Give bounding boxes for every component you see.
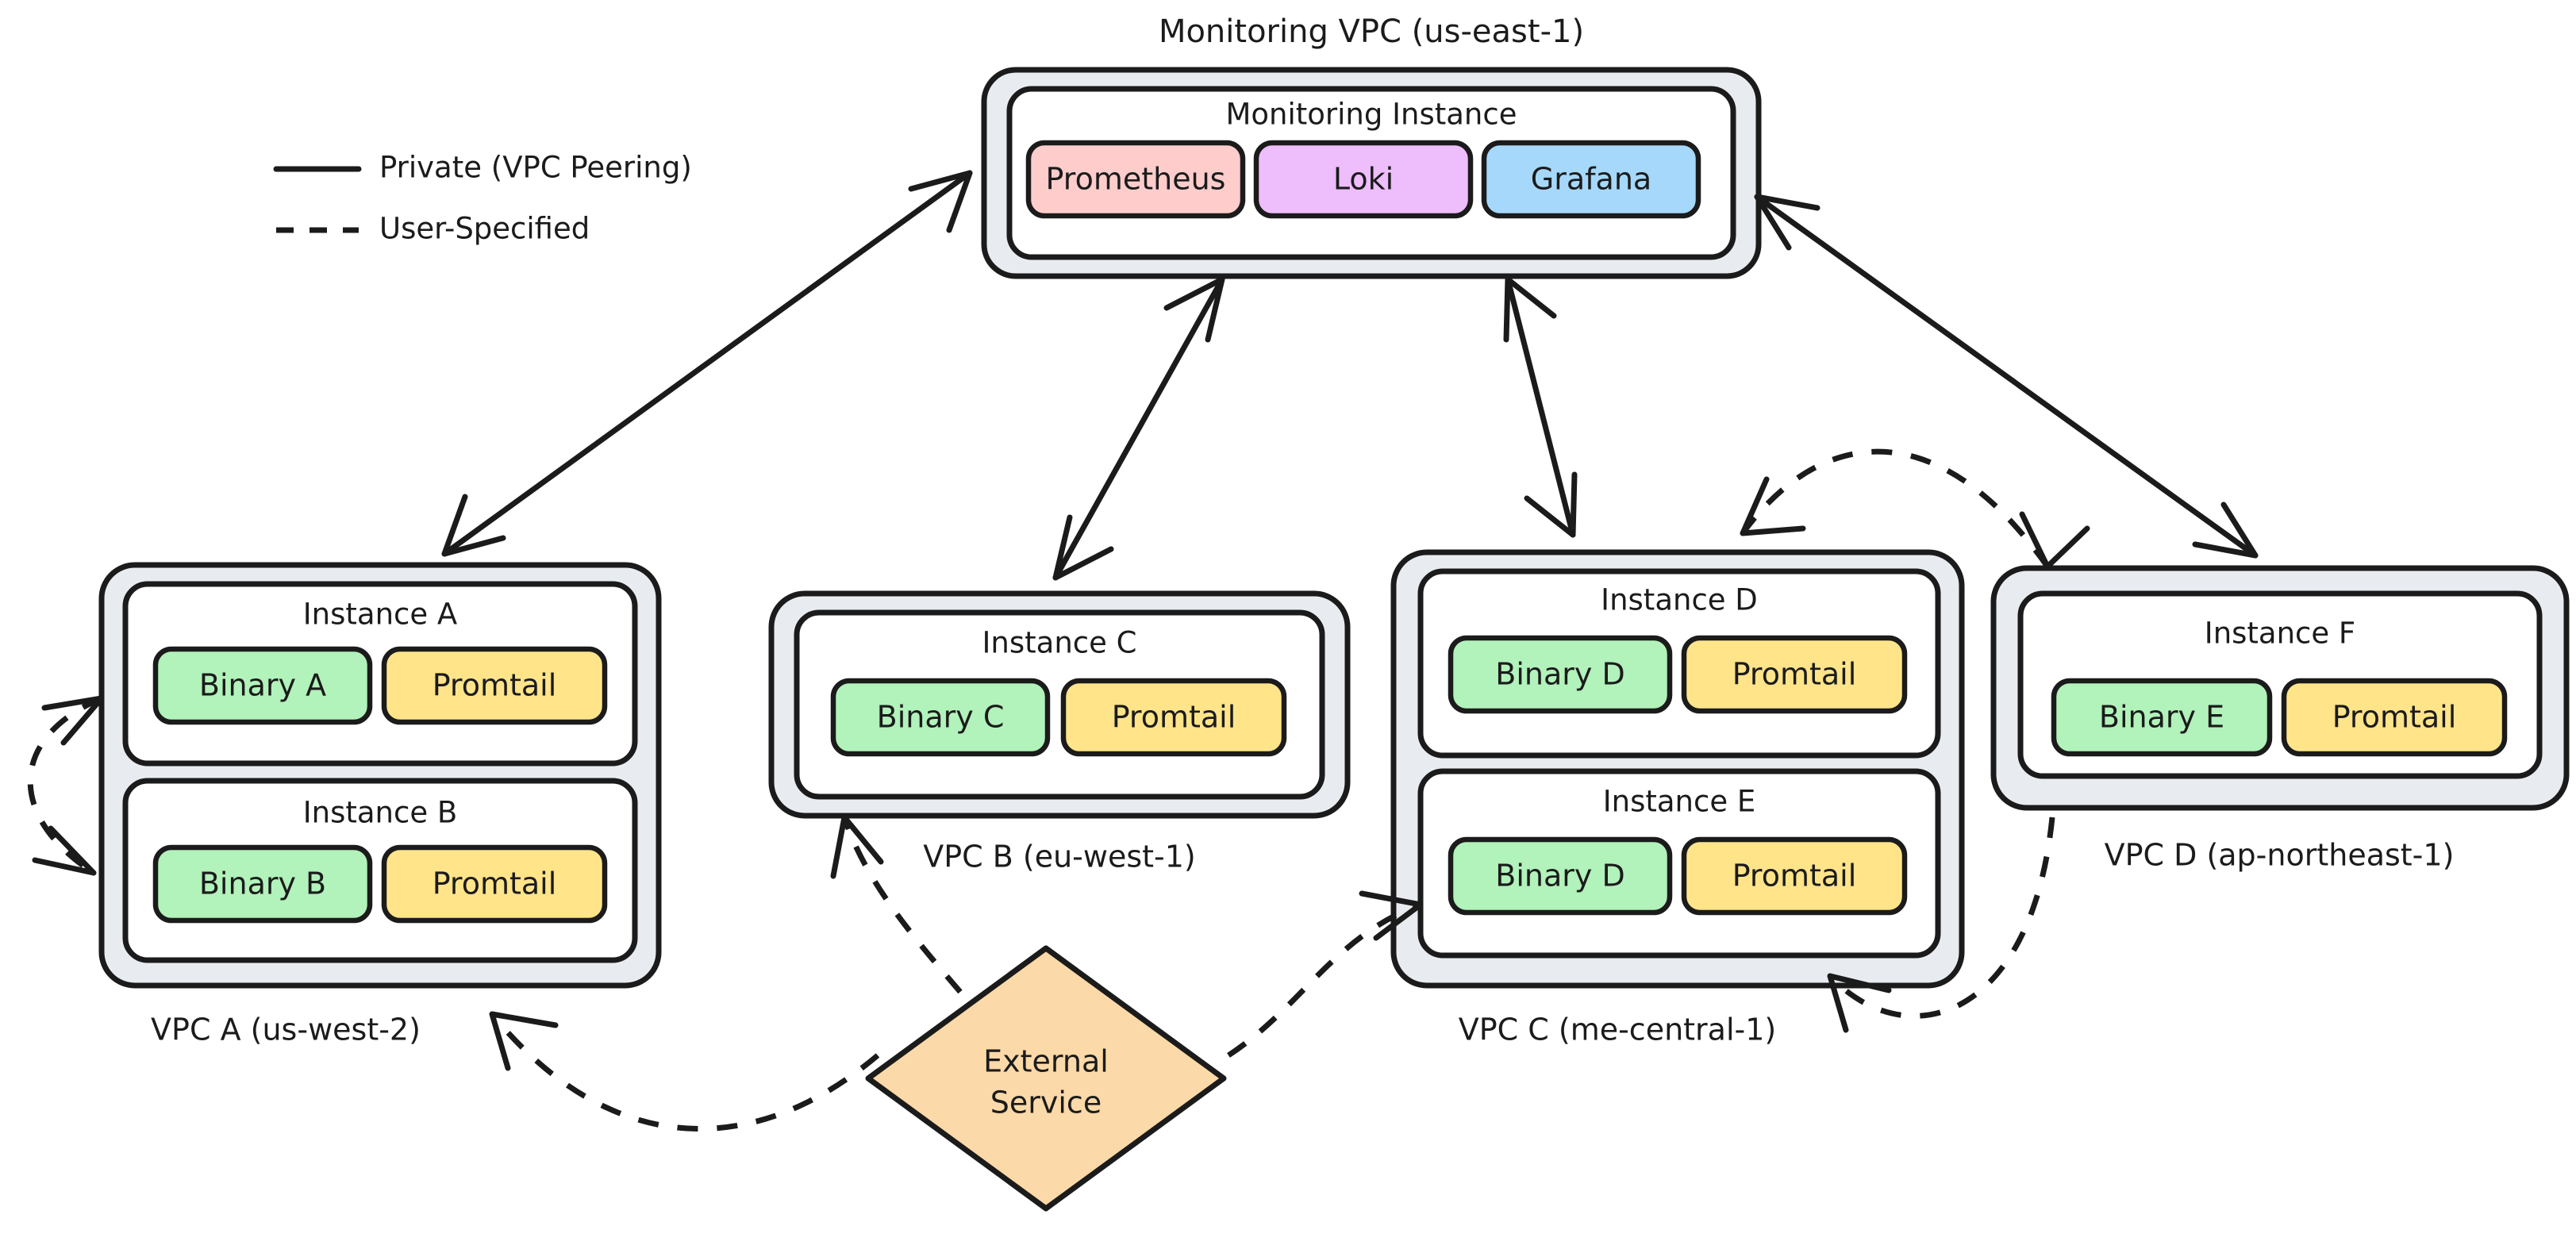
component-binary-d-label: Binary D <box>1495 657 1624 692</box>
legend-label-private: Private (VPC Peering) <box>379 151 692 185</box>
component-promtail-c-label: Promtail <box>1112 700 1236 735</box>
vpc-a-label: VPC A (us-west-2) <box>151 1013 421 1047</box>
component-binary-f-label: Binary E <box>2099 700 2224 735</box>
component-promtail-f-box[interactable] <box>2281 678 2508 757</box>
edge-vpc-d-to-vpc-c-top[interactable] <box>1740 448 2090 570</box>
edge-monitoring-to-vpc-d[interactable] <box>1754 194 2259 559</box>
component-promtail-e-box[interactable] <box>1681 836 1908 916</box>
service-loki-box[interactable] <box>1253 140 1474 219</box>
component-binary-a-label: Binary A <box>199 668 326 703</box>
instance-a-label: Instance A <box>303 598 457 632</box>
instance-b-label: Instance B <box>303 796 458 830</box>
service-prometheus-box[interactable] <box>1025 140 1246 219</box>
component-binary-a-box[interactable] <box>152 646 373 725</box>
monitoring-vpc-label: Monitoring VPC (us-east-1) <box>1159 13 1584 50</box>
edge-external-service-to-vpc-b[interactable] <box>830 814 963 994</box>
edge-monitoring-to-vpc-c[interactable] <box>1503 276 1578 538</box>
vpc-a-group[interactable]: VPC A (us-west-2) Instance A Binary A Pr… <box>98 562 662 1047</box>
component-binary-b-label: Binary B <box>199 867 326 901</box>
instance-c-label: Instance C <box>982 626 1137 660</box>
edge-monitoring-to-vpc-a[interactable] <box>441 170 973 557</box>
vpc-d-label: VPC D (ap-northeast-1) <box>2105 838 2455 873</box>
edge-monitoring-to-vpc-b[interactable] <box>1052 276 1225 581</box>
vpc-b-group[interactable]: VPC B (eu-west-1) Instance C Binary C Pr… <box>768 590 1351 874</box>
component-promtail-a-box[interactable] <box>381 646 608 725</box>
external-service-label-line1: External <box>983 1044 1109 1079</box>
external-service-group[interactable]: External Service <box>865 945 1227 1212</box>
component-promtail-b-label: Promtail <box>433 867 557 901</box>
service-grafana-box[interactable] <box>1481 140 1701 219</box>
service-loki-label: Loki <box>1333 162 1394 197</box>
vpc-c-label: VPC C (me-central-1) <box>1459 1013 1777 1047</box>
component-binary-e-box[interactable] <box>1448 836 1673 916</box>
service-prometheus-label: Prometheus <box>1046 162 1226 197</box>
component-promtail-c-box[interactable] <box>1060 678 1287 757</box>
vpc-d-group[interactable]: VPC D (ap-northeast-1) Instance F Binary… <box>1990 565 2570 873</box>
external-service-diamond[interactable] <box>865 945 1227 1212</box>
edge-vpc-d-to-vpc-c-bottom[interactable] <box>1827 817 2055 1033</box>
vpc-b-label: VPC B (eu-west-1) <box>923 840 1196 874</box>
component-promtail-f-label: Promtail <box>2332 700 2457 735</box>
legend: Private (VPC Peering) User-Specified <box>273 151 692 246</box>
component-promtail-e-label: Promtail <box>1732 859 1857 893</box>
component-binary-c-label: Binary C <box>877 700 1005 735</box>
component-binary-f-box[interactable] <box>2051 678 2273 757</box>
component-binary-d-box[interactable] <box>1448 635 1673 714</box>
vpc-c-group[interactable]: VPC C (me-central-1) Instance D Binary D… <box>1390 549 1965 1047</box>
edge-instance-a-to-instance-b[interactable] <box>27 695 105 876</box>
legend-label-user-specified: User-Specified <box>379 212 590 246</box>
external-service-label-line2: Service <box>990 1086 1102 1120</box>
service-grafana-label: Grafana <box>1531 162 1651 197</box>
component-promtail-a-label: Promtail <box>433 668 557 703</box>
monitoring-instance-label: Monitoring Instance <box>1225 98 1517 132</box>
component-promtail-d-box[interactable] <box>1681 635 1908 714</box>
component-binary-c-box[interactable] <box>830 678 1051 757</box>
instance-f-label: Instance F <box>2205 617 2355 651</box>
monitoring-vpc-group[interactable]: Monitoring VPC (us-east-1) Monitoring In… <box>981 13 1762 279</box>
instance-e-label: Instance E <box>1603 785 1756 819</box>
component-promtail-b-box[interactable] <box>381 844 608 924</box>
component-binary-b-box[interactable] <box>152 844 373 924</box>
edge-external-service-to-vpc-c[interactable] <box>1227 890 1424 1058</box>
component-promtail-d-label: Promtail <box>1732 657 1857 692</box>
instance-d-label: Instance D <box>1601 583 1758 617</box>
component-binary-e-label: Binary D <box>1495 859 1624 893</box>
edge-external-service-to-vpc-a[interactable] <box>489 1011 880 1132</box>
